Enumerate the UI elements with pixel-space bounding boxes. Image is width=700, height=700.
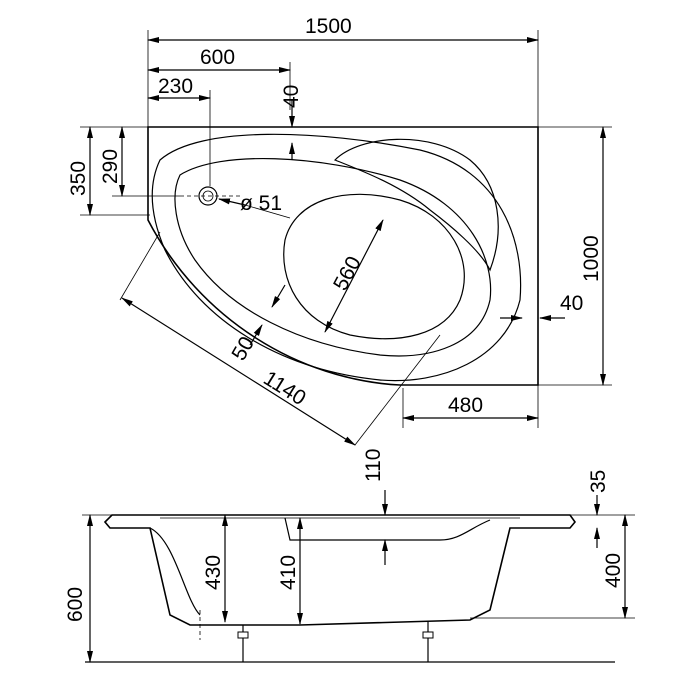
dim-label-apron-height: 400 <box>602 553 625 588</box>
ext-line <box>119 231 161 301</box>
dim-label-overflow-offset-y-outer: 350 <box>67 161 90 196</box>
headrest-profile <box>284 517 491 541</box>
dim-label-inner-depth-left: 430 <box>202 555 225 590</box>
dim-line-1140 <box>121 297 356 446</box>
dim-label-headrest-depth: 110 <box>362 449 385 482</box>
dim-label-rim-thickness: 35 <box>587 470 610 493</box>
leg-left <box>237 625 249 662</box>
dim-label-drain-offset: 600 <box>200 46 235 69</box>
backrest-shape <box>333 138 499 272</box>
dim-label-straight-section: 480 <box>448 394 483 417</box>
tub-outline-side <box>103 514 577 626</box>
bowl-outer <box>151 133 522 382</box>
dim-label-overflow-offset-y-inner: 290 <box>99 149 122 184</box>
dim-label-diagonal: 1140 <box>259 367 309 410</box>
leader-line <box>244 204 291 219</box>
dim-label-overall-width: 1500 <box>305 15 352 38</box>
dim-label-overall-height: 600 <box>64 587 87 622</box>
bowl-inner <box>174 157 492 357</box>
dim-label-overflow-offset-x: 230 <box>158 75 193 98</box>
leg-right <box>422 622 434 662</box>
ext-line <box>354 334 441 446</box>
dim-label-overall-depth: 1000 <box>580 235 603 282</box>
top-view: 1500 600 230 40 350 290 ø 51 560 1000 <box>67 15 612 446</box>
dim-line-diameter <box>218 198 246 206</box>
inner-basin-line <box>149 527 201 616</box>
dim-label-rim-top: 40 <box>280 85 303 108</box>
side-view: 110 35 430 410 600 400 <box>64 449 635 663</box>
dim-label-inner-depth-center: 410 <box>277 555 300 590</box>
dim-label-rim-side: 40 <box>560 292 583 315</box>
dim-label-overflow-diameter: ø 51 <box>240 192 282 215</box>
